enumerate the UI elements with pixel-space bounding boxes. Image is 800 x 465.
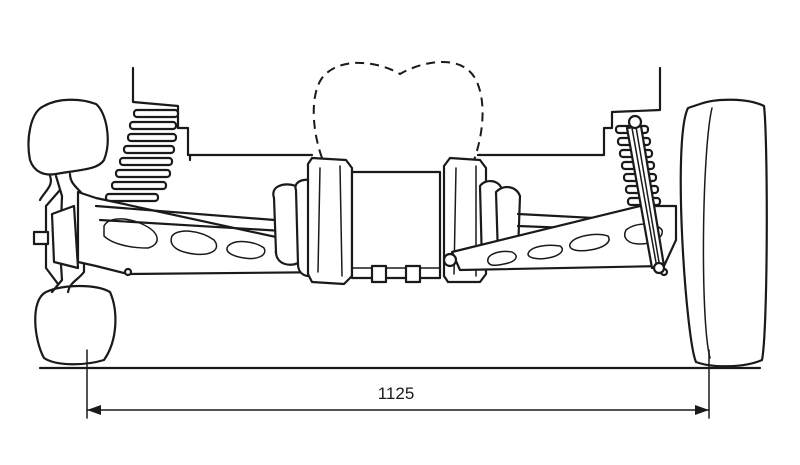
track-width-dimension bbox=[86, 349, 710, 419]
left-drum bbox=[306, 156, 354, 286]
differential-housing bbox=[350, 170, 442, 284]
dimension-label: 1125 bbox=[377, 384, 415, 403]
fuel-tank-outline bbox=[312, 61, 484, 161]
right-wheel bbox=[679, 98, 768, 368]
vehicle-body-outline bbox=[131, 66, 662, 162]
left-coil-spring bbox=[104, 108, 180, 203]
left-hub bbox=[32, 204, 80, 270]
right-shock-absorber bbox=[625, 114, 666, 275]
